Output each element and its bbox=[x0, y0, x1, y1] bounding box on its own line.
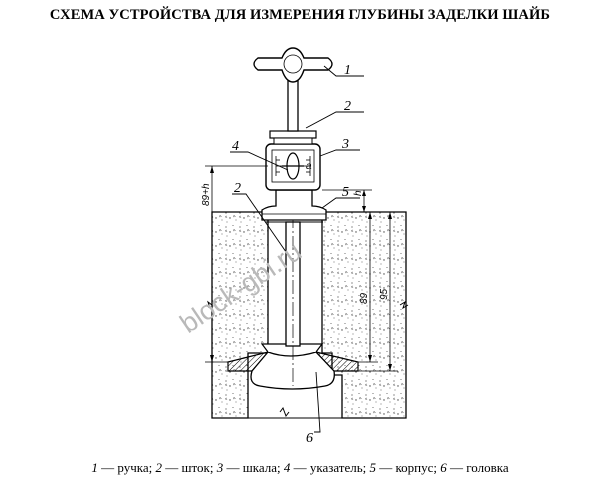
legend-item-6: 6 — головка bbox=[440, 460, 509, 475]
scale-mark-a: a bbox=[306, 161, 312, 172]
callout-6-head: 6 bbox=[306, 431, 313, 446]
legend-item-3: 3 — шкала; bbox=[216, 460, 281, 475]
dimension-89: 89 bbox=[359, 292, 370, 304]
body-part-5 bbox=[261, 189, 327, 223]
break-lines bbox=[205, 300, 409, 419]
leader-lines bbox=[230, 65, 364, 433]
dimension-arrows bbox=[210, 166, 392, 371]
dimension-95: 95 bbox=[379, 288, 390, 300]
legend-item-1: 1 — ручка; bbox=[91, 460, 153, 475]
dimension-lines bbox=[205, 165, 398, 372]
callout-4-pointer: 4 bbox=[232, 139, 239, 154]
dimension-h: h bbox=[353, 190, 364, 196]
legend-caption: 1 — ручка; 2 — шток; 3 — шкала; 4 — указ… bbox=[0, 460, 600, 476]
concrete-block-right bbox=[321, 211, 407, 419]
callout-2-stem: 2 bbox=[234, 181, 241, 196]
diagram-title: СХЕМА УСТРОЙСТВА ДЛЯ ИЗМЕРЕНИЯ ГЛУБИНЫ З… bbox=[49, 7, 551, 23]
legend-item-4: 4 — указатель; bbox=[283, 460, 367, 475]
scale-part-3: a bbox=[265, 143, 321, 191]
callout-1-handle: 1 bbox=[344, 63, 351, 78]
legend-item-5: 5 — корпус; bbox=[369, 460, 438, 475]
handle-part-1 bbox=[253, 47, 333, 132]
callout-2-stem-top: 2 bbox=[344, 99, 351, 114]
callout-5-body: 5 bbox=[342, 185, 349, 200]
callout-3-scale: 3 bbox=[341, 137, 349, 152]
head-part-6 bbox=[250, 343, 335, 390]
dimension-89-plus-h: 89+h bbox=[201, 183, 212, 206]
legend-item-2: 2 — шток; bbox=[155, 460, 214, 475]
